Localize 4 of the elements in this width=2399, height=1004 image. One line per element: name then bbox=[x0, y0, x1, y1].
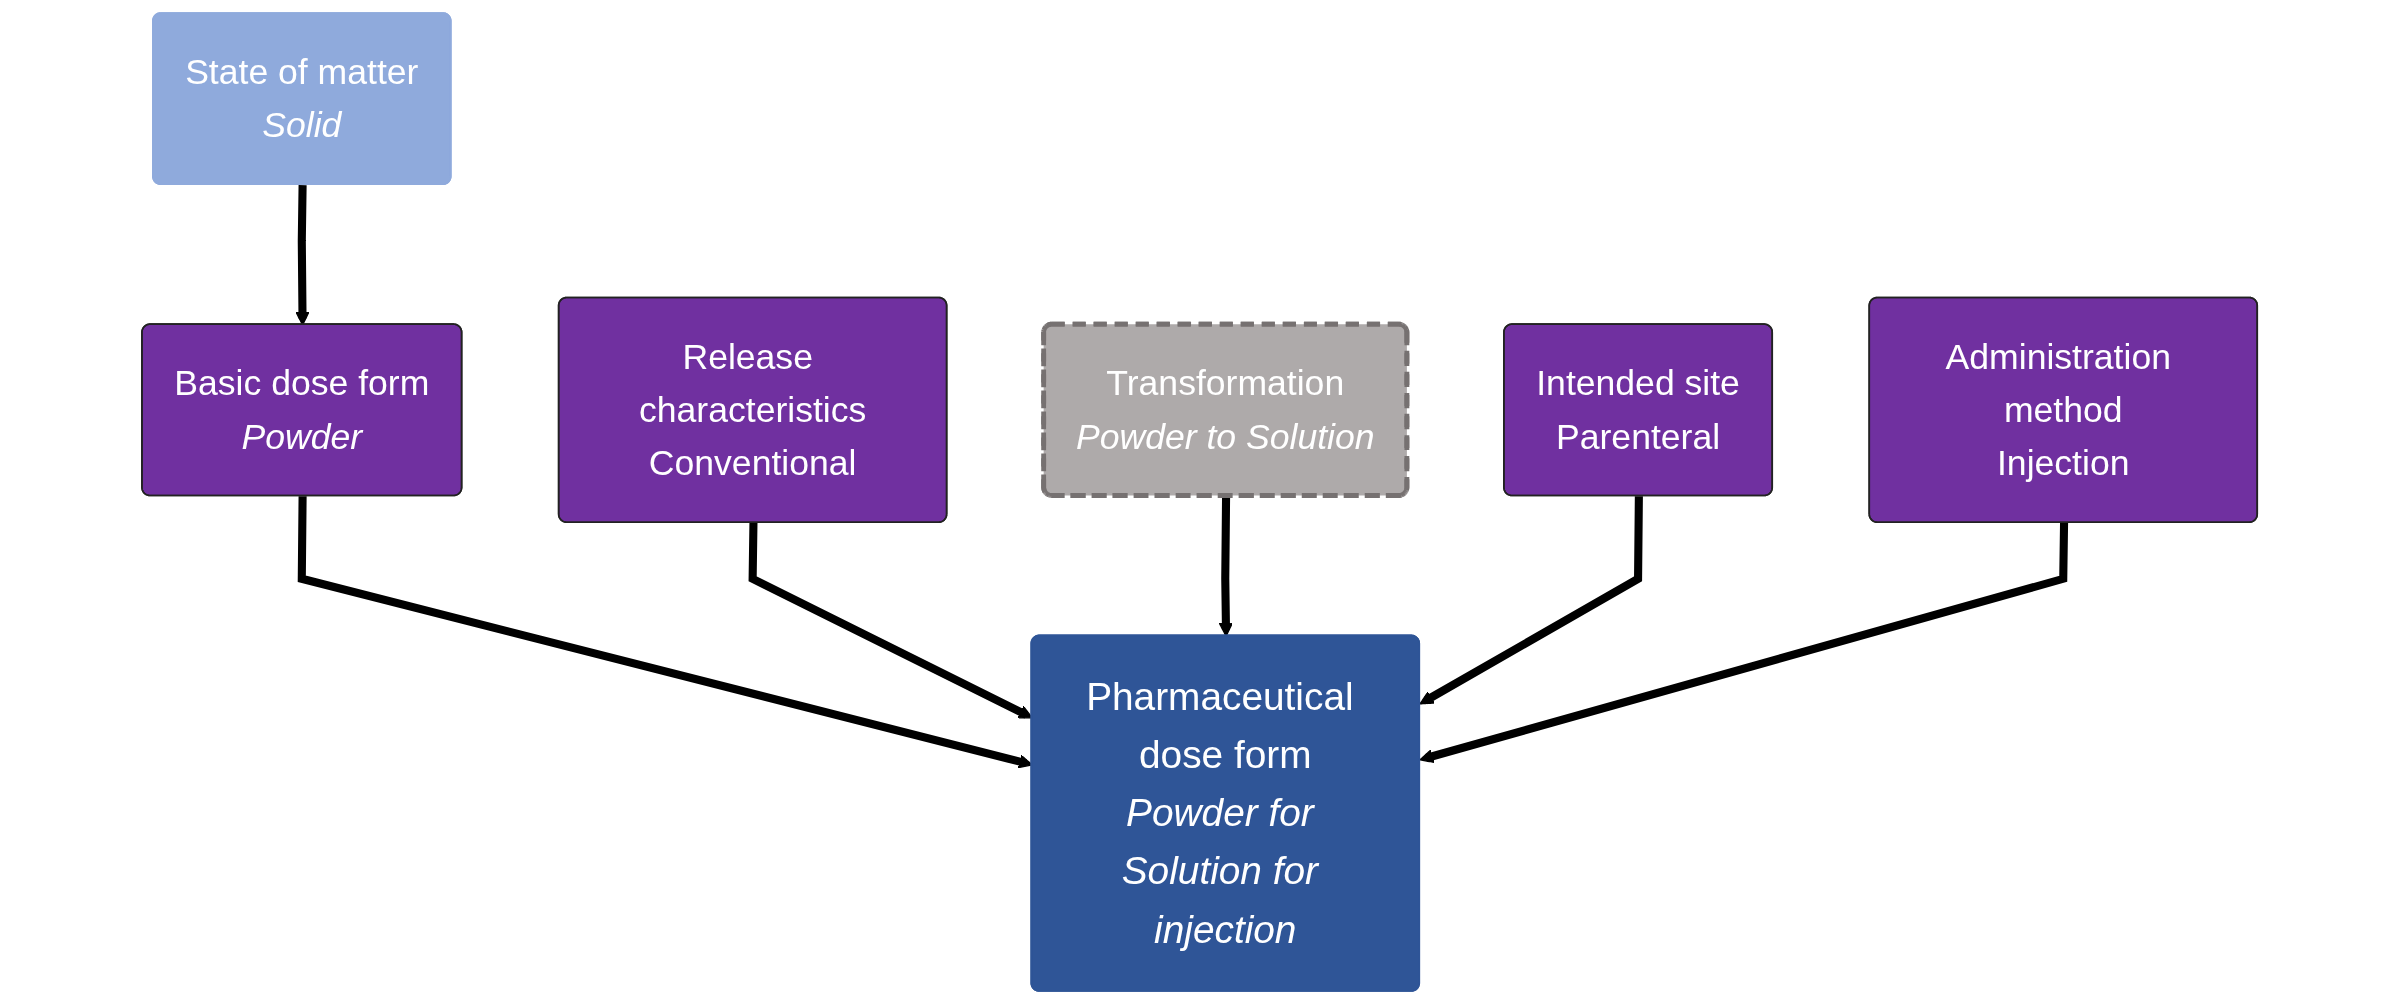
arrow bbox=[1419, 522, 2068, 764]
arrow bbox=[1218, 496, 1233, 637]
arrow bbox=[295, 185, 310, 326]
arrow bbox=[1419, 496, 1643, 705]
